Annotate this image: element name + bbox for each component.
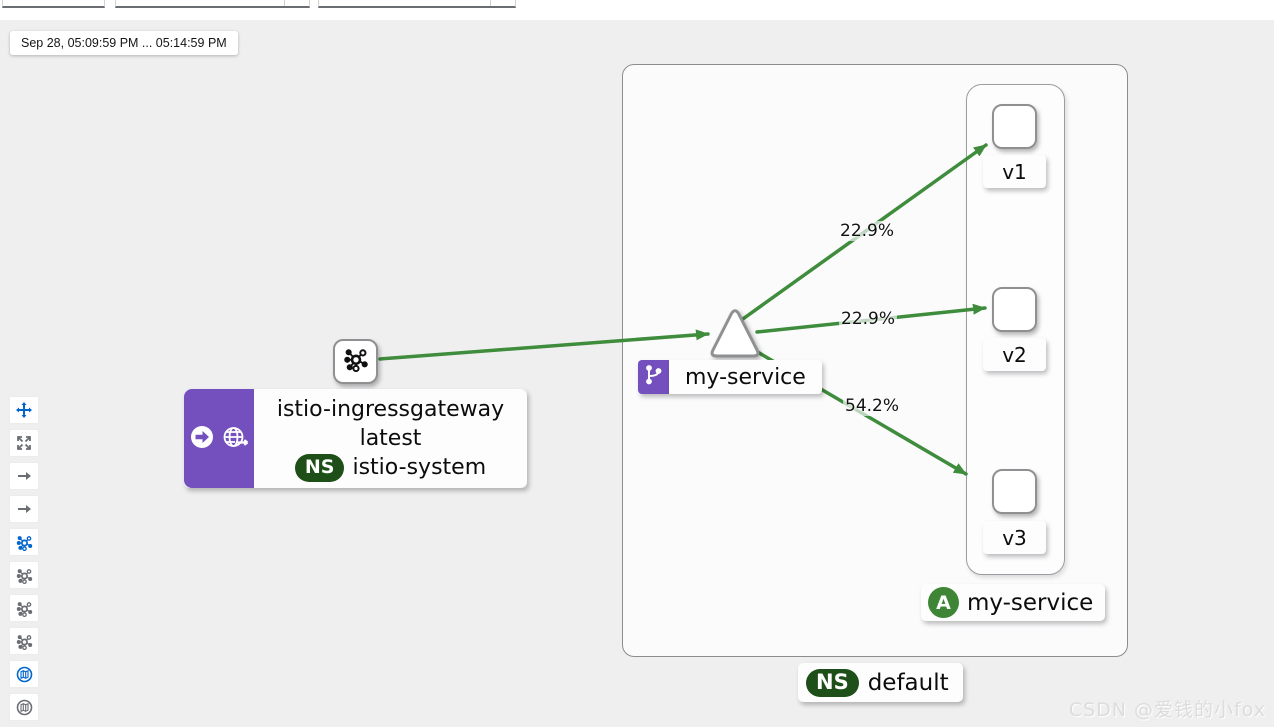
workload-node-v2[interactable] xyxy=(992,287,1037,332)
namespace-badge: NS xyxy=(806,668,859,697)
gateway-text-panel: istio-ingressgateway latest NS istio-sys… xyxy=(254,389,527,488)
graph-hide-input[interactable] xyxy=(115,0,310,8)
edge-label-v2[interactable]: 22.9% xyxy=(839,309,898,329)
workload-label-v3[interactable]: v3 xyxy=(983,521,1046,554)
traffic-source-icon xyxy=(189,424,215,454)
toolbar-pan-button[interactable] xyxy=(9,396,39,424)
toolbar-layout-button-4[interactable] xyxy=(9,627,39,655)
toolbar-layout-button-1[interactable] xyxy=(9,528,39,556)
gateway-namespace: istio-system xyxy=(352,455,487,480)
edge-label-v3[interactable]: 54.2% xyxy=(843,396,902,416)
app-group-label[interactable]: A my-service xyxy=(921,584,1106,621)
workload-node-v1[interactable] xyxy=(992,104,1037,149)
edge-label-v1[interactable]: 22.9% xyxy=(838,221,897,241)
csdn-watermark: CSDN @爱钱的小fox xyxy=(1068,699,1266,721)
workload-node-v3[interactable] xyxy=(992,469,1037,514)
toolbar-legend-button-1[interactable] xyxy=(9,660,39,688)
app-name: my-service xyxy=(967,589,1094,616)
toolbar-layout-button-2[interactable] xyxy=(9,561,39,589)
gateway-version: latest xyxy=(359,426,422,451)
namespace-badge: NS xyxy=(294,453,345,482)
app-badge: A xyxy=(928,587,959,618)
service-node-label[interactable]: my-service xyxy=(638,360,822,394)
gateway-globe-icon xyxy=(220,423,250,455)
toolbar-edge-arrow-button-1[interactable] xyxy=(9,462,39,490)
time-range-label: Sep 28, 05:09:59 PM ... 05:14:59 PM xyxy=(10,31,238,55)
service-badge xyxy=(638,360,669,394)
toolbar-layout-button-3[interactable] xyxy=(9,594,39,622)
toolbar-zoom-to-fit-button[interactable] xyxy=(9,429,39,457)
gateway-node-label[interactable]: istio-ingressgateway latest NS istio-sys… xyxy=(184,389,527,488)
graph-find-input[interactable] xyxy=(2,0,105,8)
gateway-badge-panel xyxy=(184,389,254,488)
toolbar-edge-arrow-button-2[interactable] xyxy=(9,495,39,523)
workload-mesh-icon xyxy=(343,346,369,377)
namespace-name: default xyxy=(867,669,949,696)
gateway-title: istio-ingressgateway xyxy=(276,397,505,422)
toolbar-legend-button-2[interactable] xyxy=(9,693,39,721)
graph-display-select[interactable] xyxy=(318,0,516,8)
workload-label-v2[interactable]: v2 xyxy=(983,338,1046,371)
gateway-workload-node[interactable] xyxy=(333,339,378,384)
service-name: my-service xyxy=(669,360,822,394)
workload-label-v1[interactable]: v1 xyxy=(983,155,1046,188)
service-triangle-node[interactable] xyxy=(706,306,764,362)
namespace-group-label[interactable]: NS default xyxy=(798,663,963,702)
service-branch-icon xyxy=(644,364,663,390)
top-bar xyxy=(0,0,1274,20)
